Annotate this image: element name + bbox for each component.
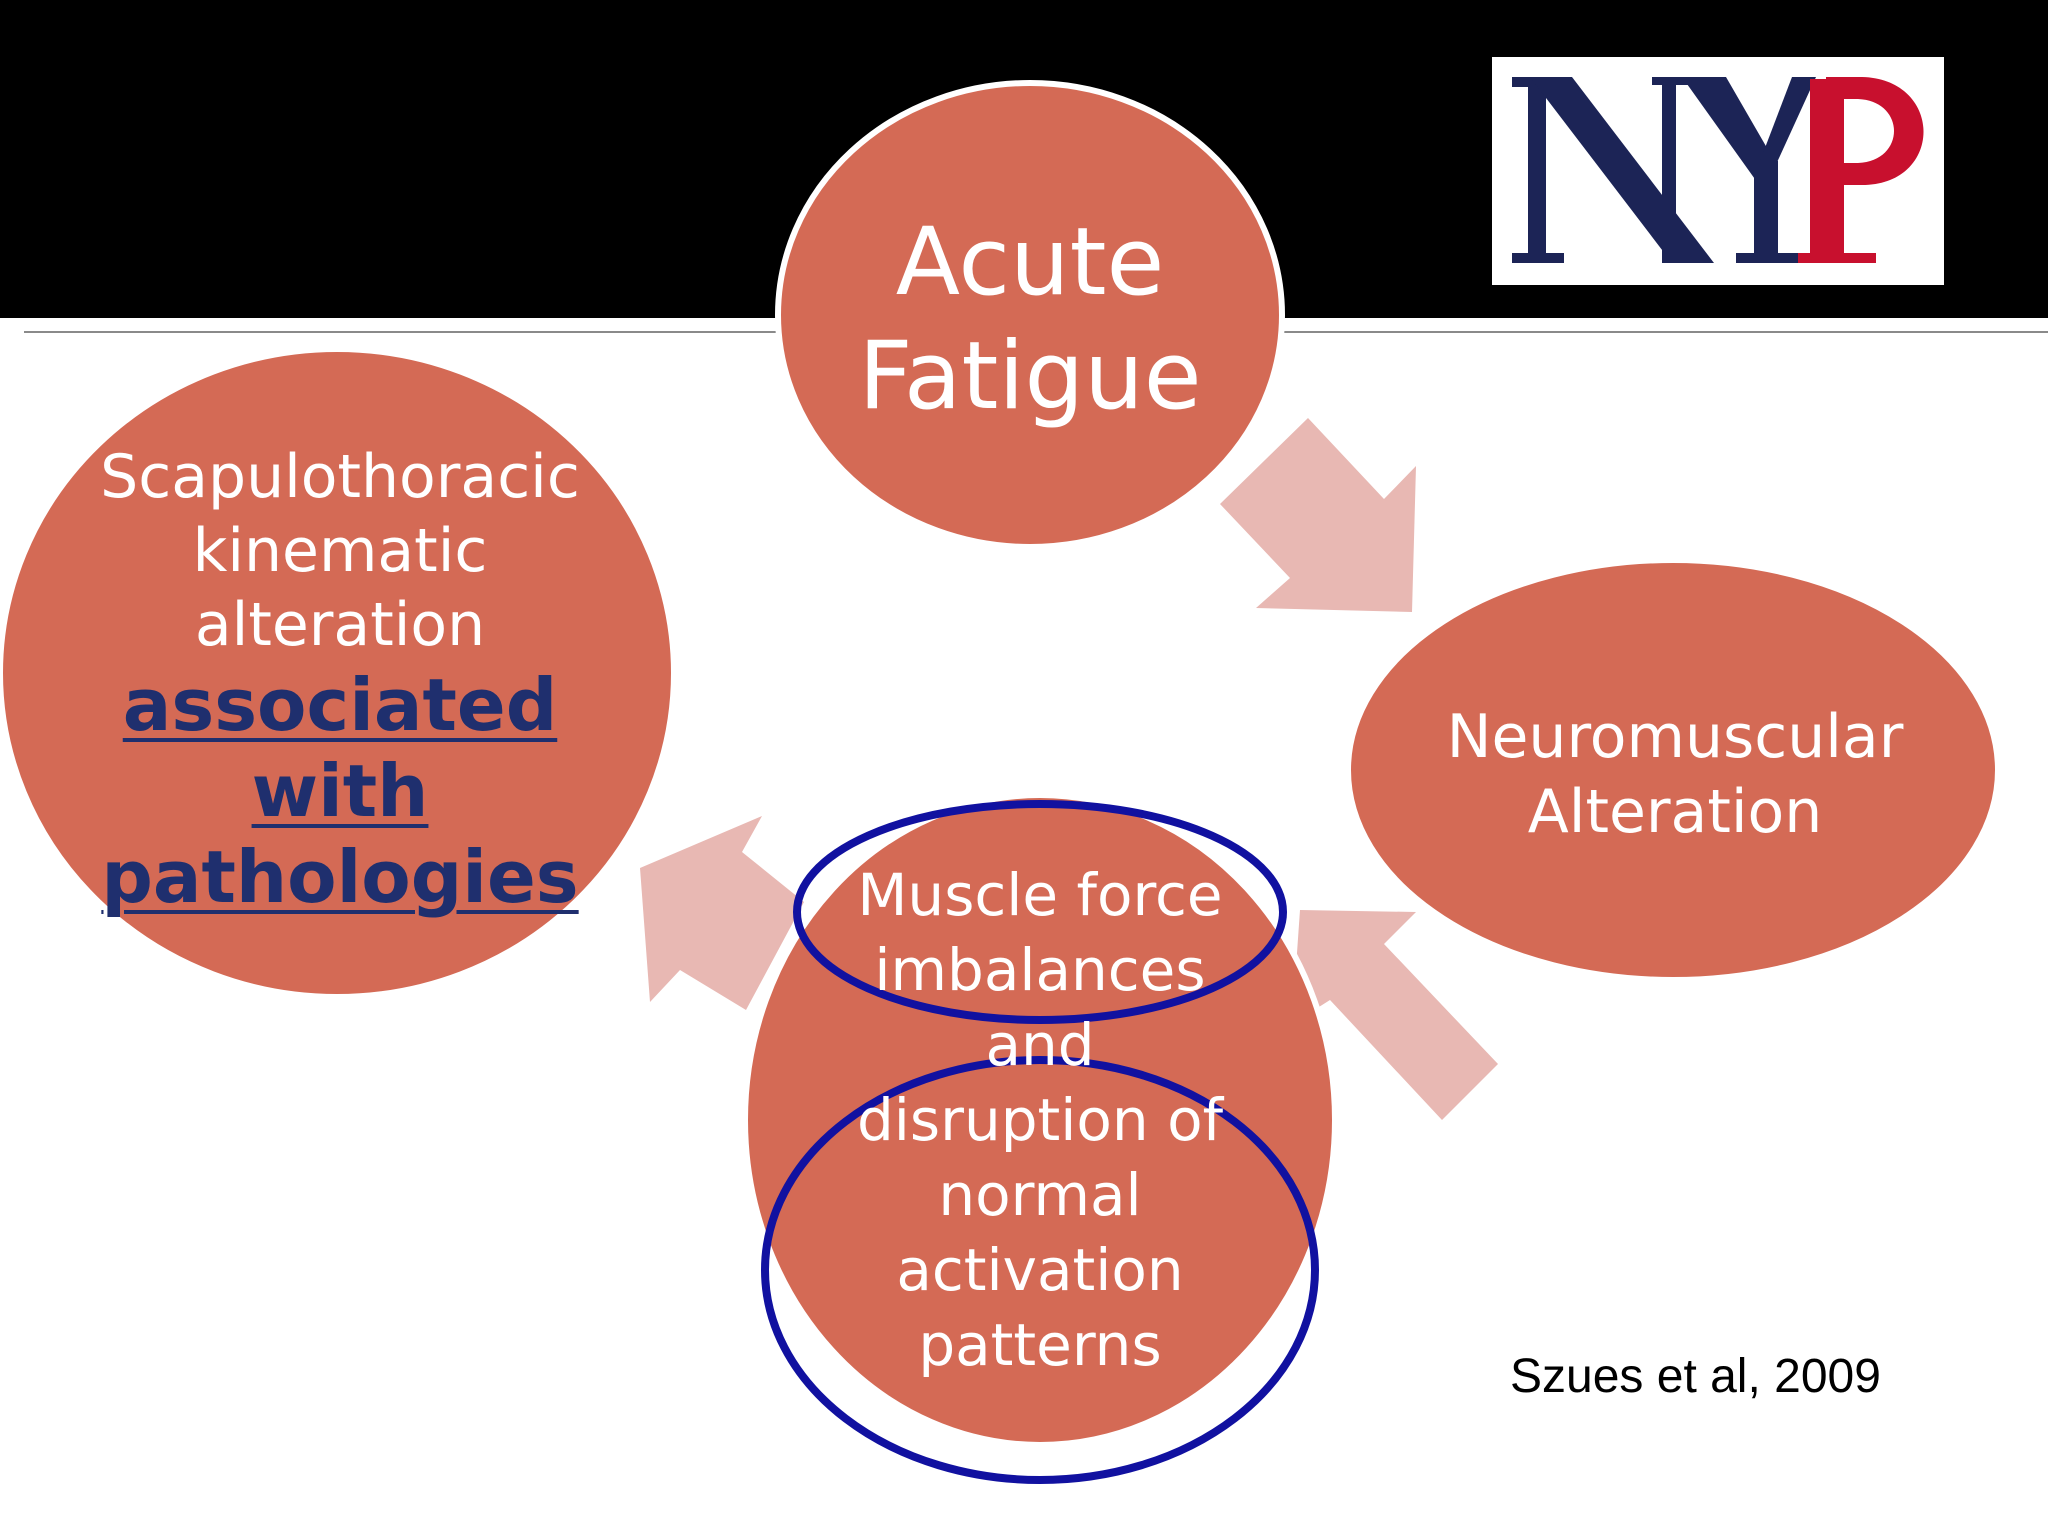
emphasis-text: associated bbox=[122, 663, 558, 747]
node-acute-fatigue: Acute Fatigue bbox=[830, 205, 1230, 435]
node-muscle-force-line: patterns bbox=[918, 1310, 1162, 1379]
highlight-ring-top bbox=[793, 800, 1287, 1024]
node-muscle-force-line: activation bbox=[896, 1235, 1184, 1304]
highlight-ring-bottom bbox=[761, 1056, 1319, 1484]
arrow-fatigue-to-neuromuscular bbox=[1220, 418, 1416, 612]
node-scapulothoracic-line: kinematic bbox=[192, 516, 488, 586]
node-muscle-force-line: Muscle force bbox=[857, 860, 1223, 929]
nyp-logo bbox=[1492, 57, 1944, 285]
node-scapulothoracic: Scapulothoracic kinematic alteration ass… bbox=[60, 430, 620, 930]
arrow-muscle-to-scapulothoracic bbox=[640, 816, 804, 1010]
node-neuromuscular-line: Alteration bbox=[1527, 777, 1823, 847]
node-muscle-force: Muscle force imbalances and disruption o… bbox=[830, 860, 1250, 1380]
node-neuromuscular-line: Neuromuscular bbox=[1446, 702, 1904, 772]
node-neuromuscular: Neuromuscular Alteration bbox=[1395, 690, 1955, 860]
circle-muscle-force bbox=[742, 792, 1338, 1448]
circle-neuromuscular bbox=[1345, 557, 2001, 983]
arrow-neuromuscular-to-muscle bbox=[1292, 910, 1498, 1120]
node-acute-fatigue-line: Fatigue bbox=[858, 322, 1202, 431]
emphasis-text: with bbox=[251, 749, 429, 833]
node-scapulothoracic-line: Scapulothoracic bbox=[100, 442, 580, 512]
node-muscle-force-line: disruption of bbox=[856, 1085, 1223, 1154]
node-muscle-force-line: normal bbox=[938, 1160, 1142, 1229]
circle-acute-fatigue bbox=[775, 80, 1285, 550]
citation: Szues et al, 2009 bbox=[1510, 1350, 1881, 1403]
node-muscle-force-line: imbalances bbox=[874, 935, 1206, 1004]
emphasis-text: pathologies bbox=[101, 835, 579, 919]
nyp-logo-mark bbox=[1512, 77, 1924, 263]
node-muscle-force-line: and bbox=[985, 1010, 1095, 1079]
node-scapulothoracic-line: alteration bbox=[194, 590, 486, 660]
circle-scapulothoracic bbox=[0, 346, 677, 1000]
node-acute-fatigue-line: Acute bbox=[895, 208, 1165, 317]
